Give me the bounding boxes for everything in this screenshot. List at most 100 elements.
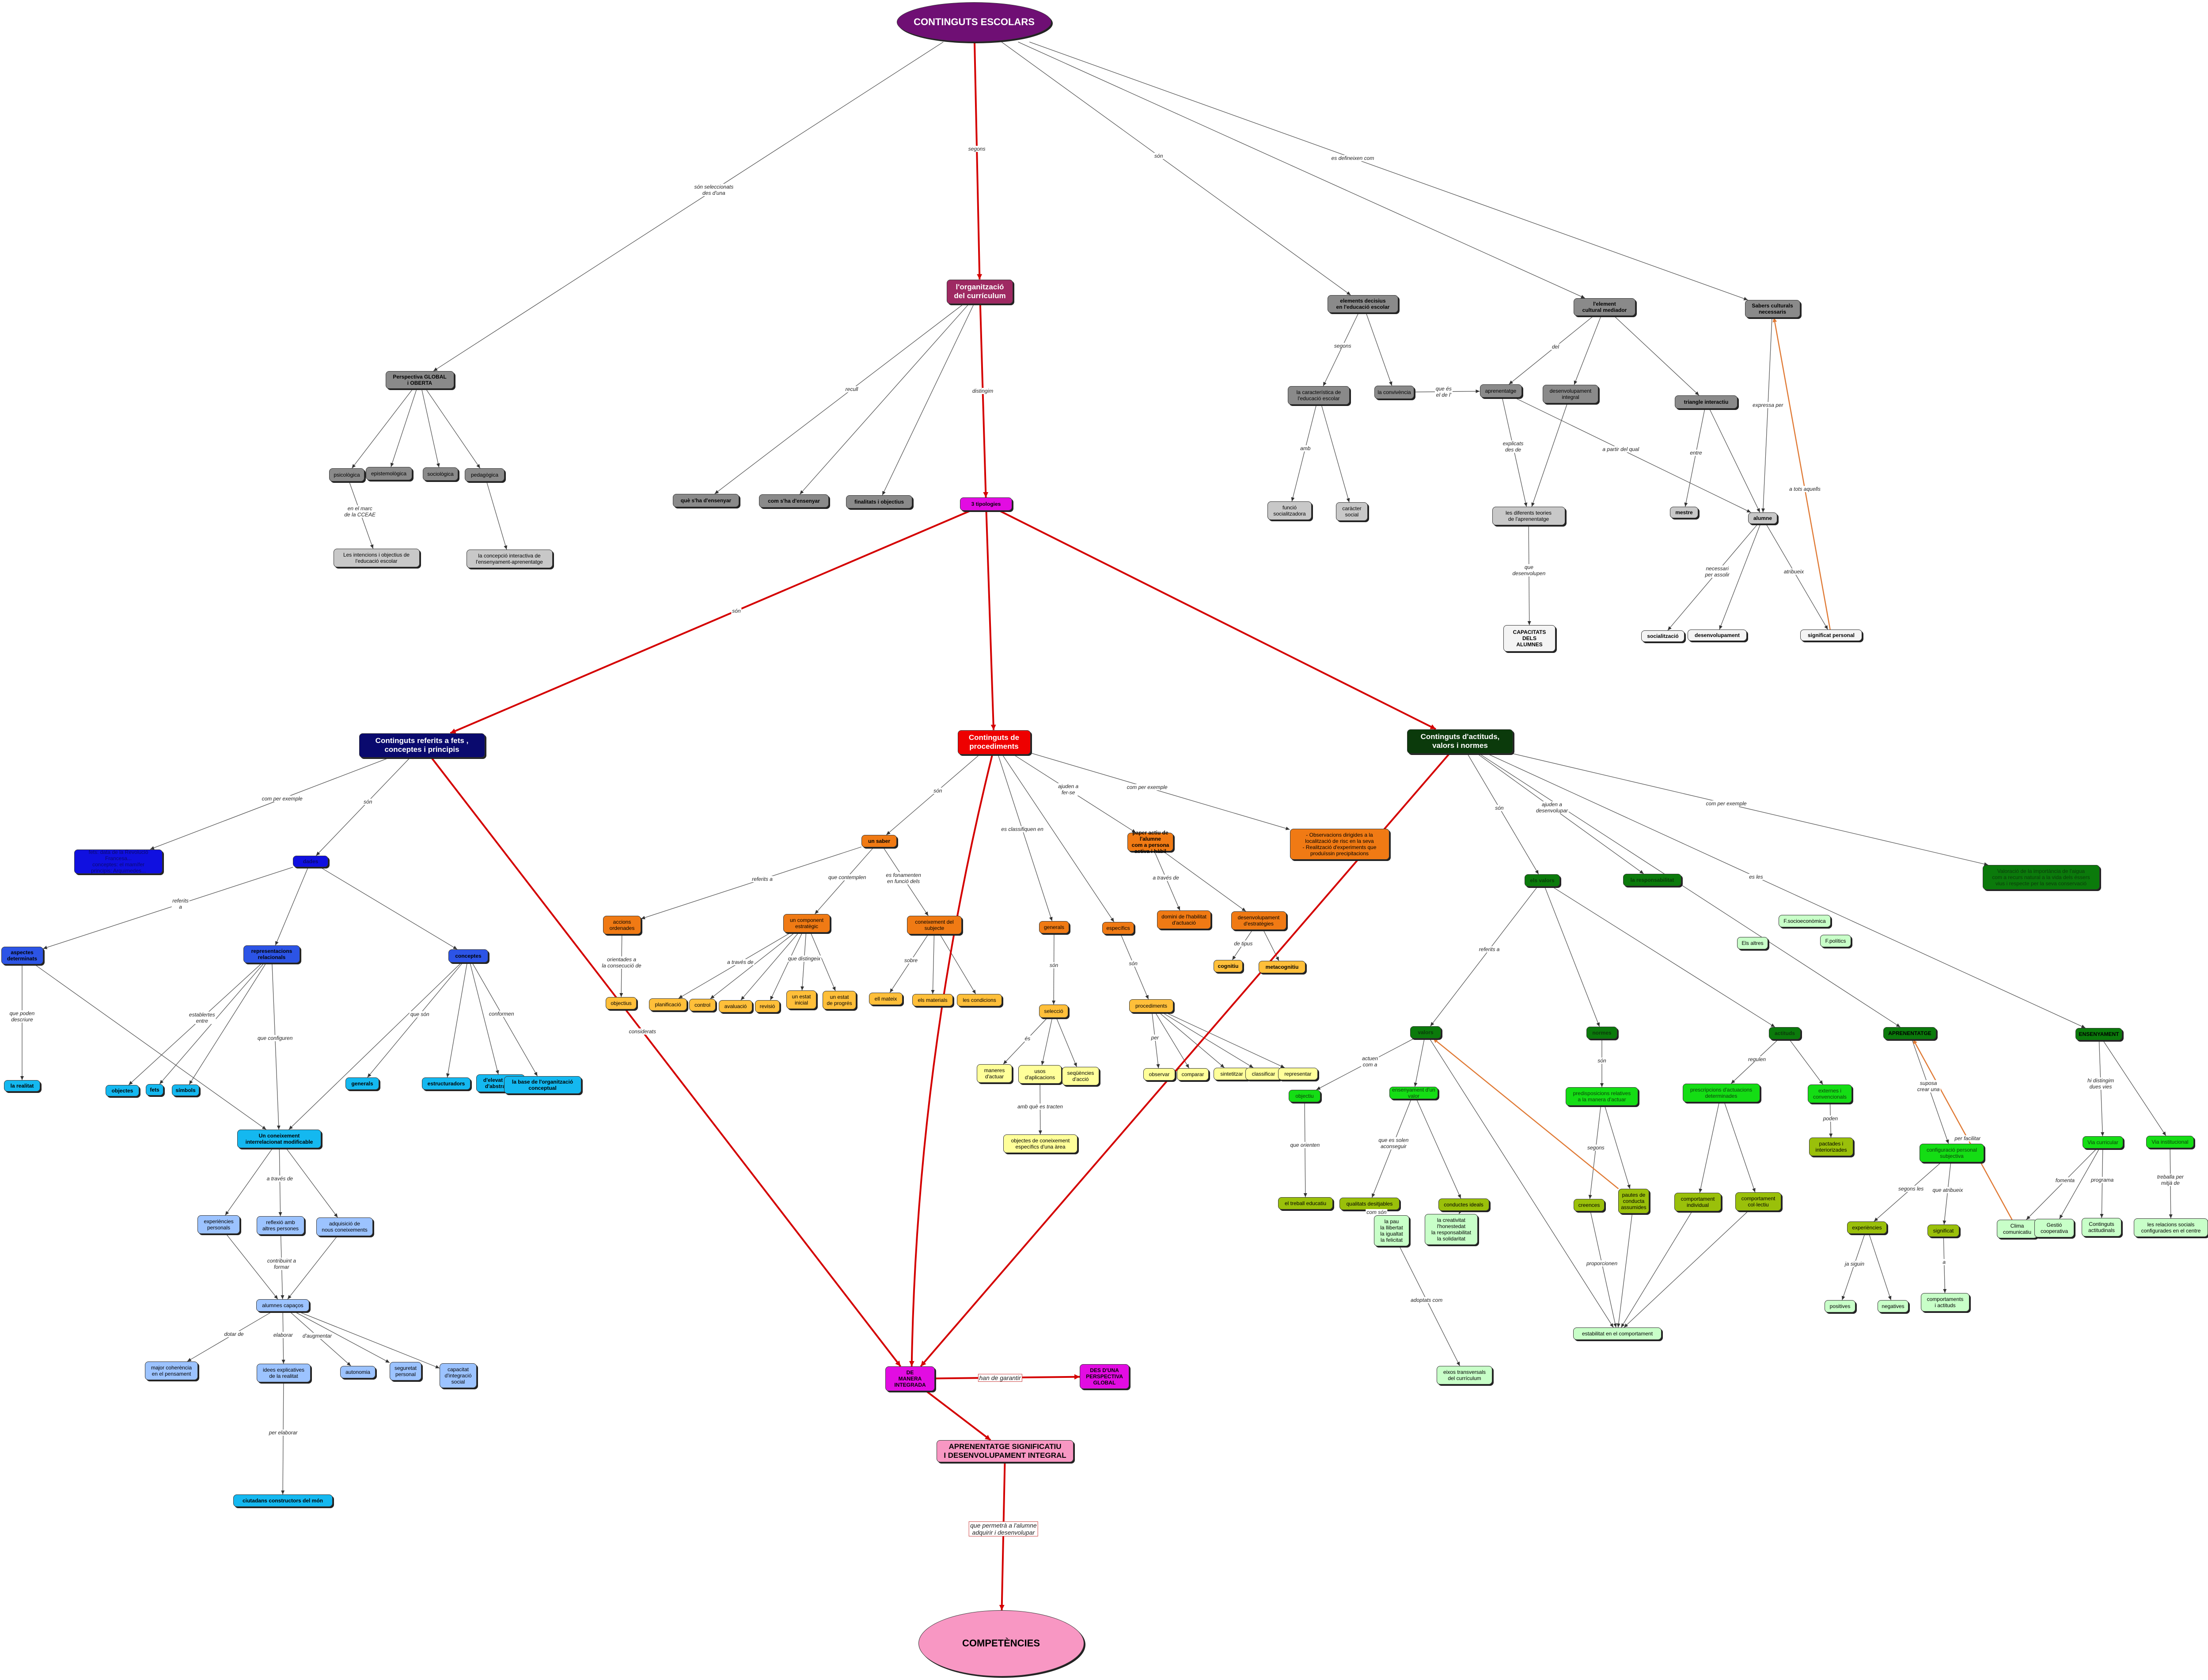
link-label-queorienten: que orienten	[1289, 1141, 1321, 1148]
link-actituds-externes	[1789, 1039, 1823, 1085]
link-desint-teories	[1531, 403, 1568, 507]
link-label-dotar: dotar de	[223, 1331, 245, 1337]
link-label-queconfig: que configuren	[257, 1035, 294, 1041]
link-concepts-base	[472, 962, 538, 1077]
concept-node-ciutad: ciutadans constructors del món	[233, 1494, 333, 1507]
concept-node-planif: planificació	[649, 998, 687, 1011]
link-idees-ciutad	[281, 1382, 285, 1495]
concept-node-tip: 3 tipologies	[960, 497, 1012, 511]
link-label-expressa: expressa per	[1752, 402, 1784, 409]
concept-node-positives: positives	[1825, 1300, 1855, 1312]
concept-node-realitat: la realitat	[4, 1080, 40, 1092]
link-label-comex3: com per exemple	[1705, 800, 1748, 807]
link-dades-repr	[275, 867, 309, 946]
link-root-persp	[433, 42, 944, 372]
link-act-aprenAct	[1478, 753, 1901, 1028]
concept-node-caract: la característica de l'educació escolar	[1288, 386, 1350, 405]
concept-node-social: caràcter social	[1336, 502, 1368, 521]
concept-node-repr: representacions relacionals	[243, 945, 300, 963]
concept-node-ensenyact: ENSENYAMENT	[2075, 1028, 2122, 1040]
link-label-referits: referits a	[171, 898, 190, 910]
concept-node-simbols: símbols	[172, 1085, 199, 1096]
concept-node-sab: Sabers culturals necessaris	[1745, 300, 1800, 318]
link-aprenent-alumne	[1514, 397, 1751, 513]
link-valors-actituds	[1552, 886, 1776, 1028]
link-ensenyaValor-conductes	[1416, 1099, 1461, 1199]
concept-node-manera: DE MANERA INTEGRADA	[885, 1366, 935, 1391]
link-compEst-aval	[740, 932, 799, 1001]
concept-node-observar: observar	[1143, 1068, 1175, 1081]
link-label-jasiguin: ja siguin	[1844, 1260, 1866, 1267]
link-label-necessari: necessari per assolir	[1704, 565, 1730, 578]
concept-node-estatprog: un estat de progrés	[823, 991, 856, 1009]
link-label-del: del	[1551, 343, 1560, 350]
concept-node-relacions: les relacions socials configurades en el…	[2134, 1218, 2208, 1237]
concept-node-soc: sociològica	[423, 467, 458, 481]
link-concepts-conei	[288, 962, 462, 1130]
link-predisp-creences	[1588, 1105, 1601, 1199]
link-label-son6: són	[1128, 960, 1138, 967]
concept-node-conv: la convivència	[1374, 386, 1414, 399]
link-dades-concepts	[320, 867, 458, 950]
link-label-s: a	[1942, 1259, 1947, 1266]
link-alumnes-segur	[294, 1311, 390, 1363]
link-label-programa: programa	[2090, 1176, 2115, 1183]
link-label-orientades: orientades a la consecució de	[601, 956, 642, 969]
concept-node-usos: usos d'aplicacions	[1018, 1065, 1062, 1084]
link-org-que	[714, 303, 964, 494]
link-label-quepoden: que poden descriure	[8, 1010, 36, 1023]
concept-node-saber: un saber	[861, 835, 897, 847]
concept-node-comparar: comparar	[1177, 1068, 1209, 1081]
link-label-quepermet: que permetrà a l'alumne adquirir i desen…	[969, 1521, 1038, 1536]
link-fets-dades	[315, 757, 411, 856]
link-label-poden: poden	[1822, 1115, 1839, 1122]
link-alumnes-integr	[298, 1311, 440, 1369]
concept-node-concep: la concepció interactiva de l'ensenyamen…	[466, 550, 553, 568]
concept-node-segur: seguretat personal	[390, 1362, 421, 1380]
concept-node-compind: comportament individual	[1674, 1193, 1721, 1211]
concept-node-persp: Perspectiva GLOBAL i OBERTA	[385, 371, 454, 389]
link-valorsN-estab	[1429, 1038, 1614, 1328]
link-valors-normes	[1544, 886, 1600, 1027]
link-predisp-pautes	[1604, 1105, 1631, 1189]
link-label-enmarc: en el marc de la CCEAE	[343, 505, 377, 518]
link-triang-alumne	[1709, 408, 1760, 513]
concept-node-compest: un component estratègic	[783, 914, 830, 933]
concept-node-pactades: pactades i interiorizades	[1809, 1138, 1853, 1156]
link-exper-alumnes	[226, 1233, 278, 1300]
link-pau-eixos	[1399, 1246, 1460, 1366]
link-label-esles: es les	[1748, 874, 1764, 880]
link-fets-manera	[430, 757, 902, 1367]
link-label-recull: recull	[844, 386, 859, 393]
link-label-regulen: regulen	[1747, 1056, 1767, 1062]
link-desEst-metacog	[1263, 929, 1279, 961]
link-root-org	[973, 42, 983, 280]
concept-node-concepts: conceptes	[448, 949, 488, 963]
link-configur-signifAct	[1942, 1162, 1951, 1225]
link-alumne-signif	[1766, 523, 1828, 630]
concept-node-clima: Clima comunicatiu	[1997, 1220, 2037, 1238]
concept-node-conei: Un coneixement interrelacionat modificab…	[237, 1130, 321, 1148]
link-concepts-estruct	[446, 962, 468, 1078]
link-compCol-estab	[1624, 1210, 1749, 1328]
link-label-conformen: conformen	[488, 1010, 515, 1017]
link-signif-sab	[1772, 317, 1831, 630]
concept-node-procex: - Observacions dirigides a la localitzac…	[1290, 829, 1389, 860]
concept-node-eixos: eixos transversals del currículum	[1437, 1366, 1492, 1384]
concept-node-desenv: desenvolupament	[1688, 630, 1747, 641]
link-persp-ped	[425, 388, 481, 469]
link-creences-estab	[1590, 1211, 1617, 1328]
link-label-augmentar: d'augmentar	[301, 1333, 333, 1339]
concept-node-alumne: alumne	[1748, 512, 1777, 524]
concept-node-especifics: específics	[1102, 922, 1134, 934]
link-cult-triang	[1613, 315, 1700, 396]
concept-node-generalsp: generals	[1039, 921, 1069, 933]
link-conei-adquis	[286, 1148, 338, 1218]
concept-node-signif: significat personal	[1800, 630, 1862, 641]
link-procediments-classificar	[1162, 1012, 1254, 1068]
concept-node-actex: Valoració de la importància de l'aigua c…	[1982, 865, 2100, 890]
link-root-sab	[1029, 42, 1748, 300]
link-adquis-alumnes	[287, 1236, 338, 1300]
link-triang-mestre	[1684, 408, 1705, 507]
link-conductes-creativ	[1458, 1210, 1463, 1214]
